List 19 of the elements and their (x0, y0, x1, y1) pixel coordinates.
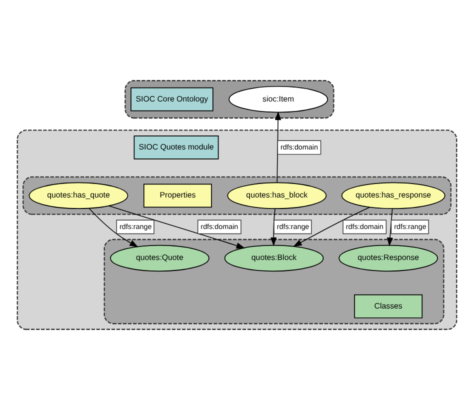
node-ellipse: sioc:Item (228, 86, 328, 113)
cluster (16, 130, 458, 330)
node-ellipse: quotes:has_response (341, 182, 446, 210)
arrow (108, 206, 246, 249)
node-ellipse: quotes:Block (224, 244, 324, 272)
cluster (124, 80, 334, 119)
node-box: SIOC Core Ontology (130, 87, 214, 112)
node-ellipse: quotes:Response (338, 244, 438, 272)
node-ellipse: quotes:has_quote (28, 182, 128, 210)
arrow (88, 208, 138, 248)
node-ellipse: quotes:has_block (227, 182, 327, 210)
node-box: Properties (143, 184, 212, 208)
arrow (386, 208, 394, 246)
arrow (274, 111, 282, 183)
cluster (22, 176, 452, 215)
arrow (293, 206, 370, 247)
node-ellipse: quotes:Quote (110, 244, 210, 272)
node-box: Classes (354, 294, 423, 318)
node-box: SIOC Quotes module (134, 136, 219, 160)
